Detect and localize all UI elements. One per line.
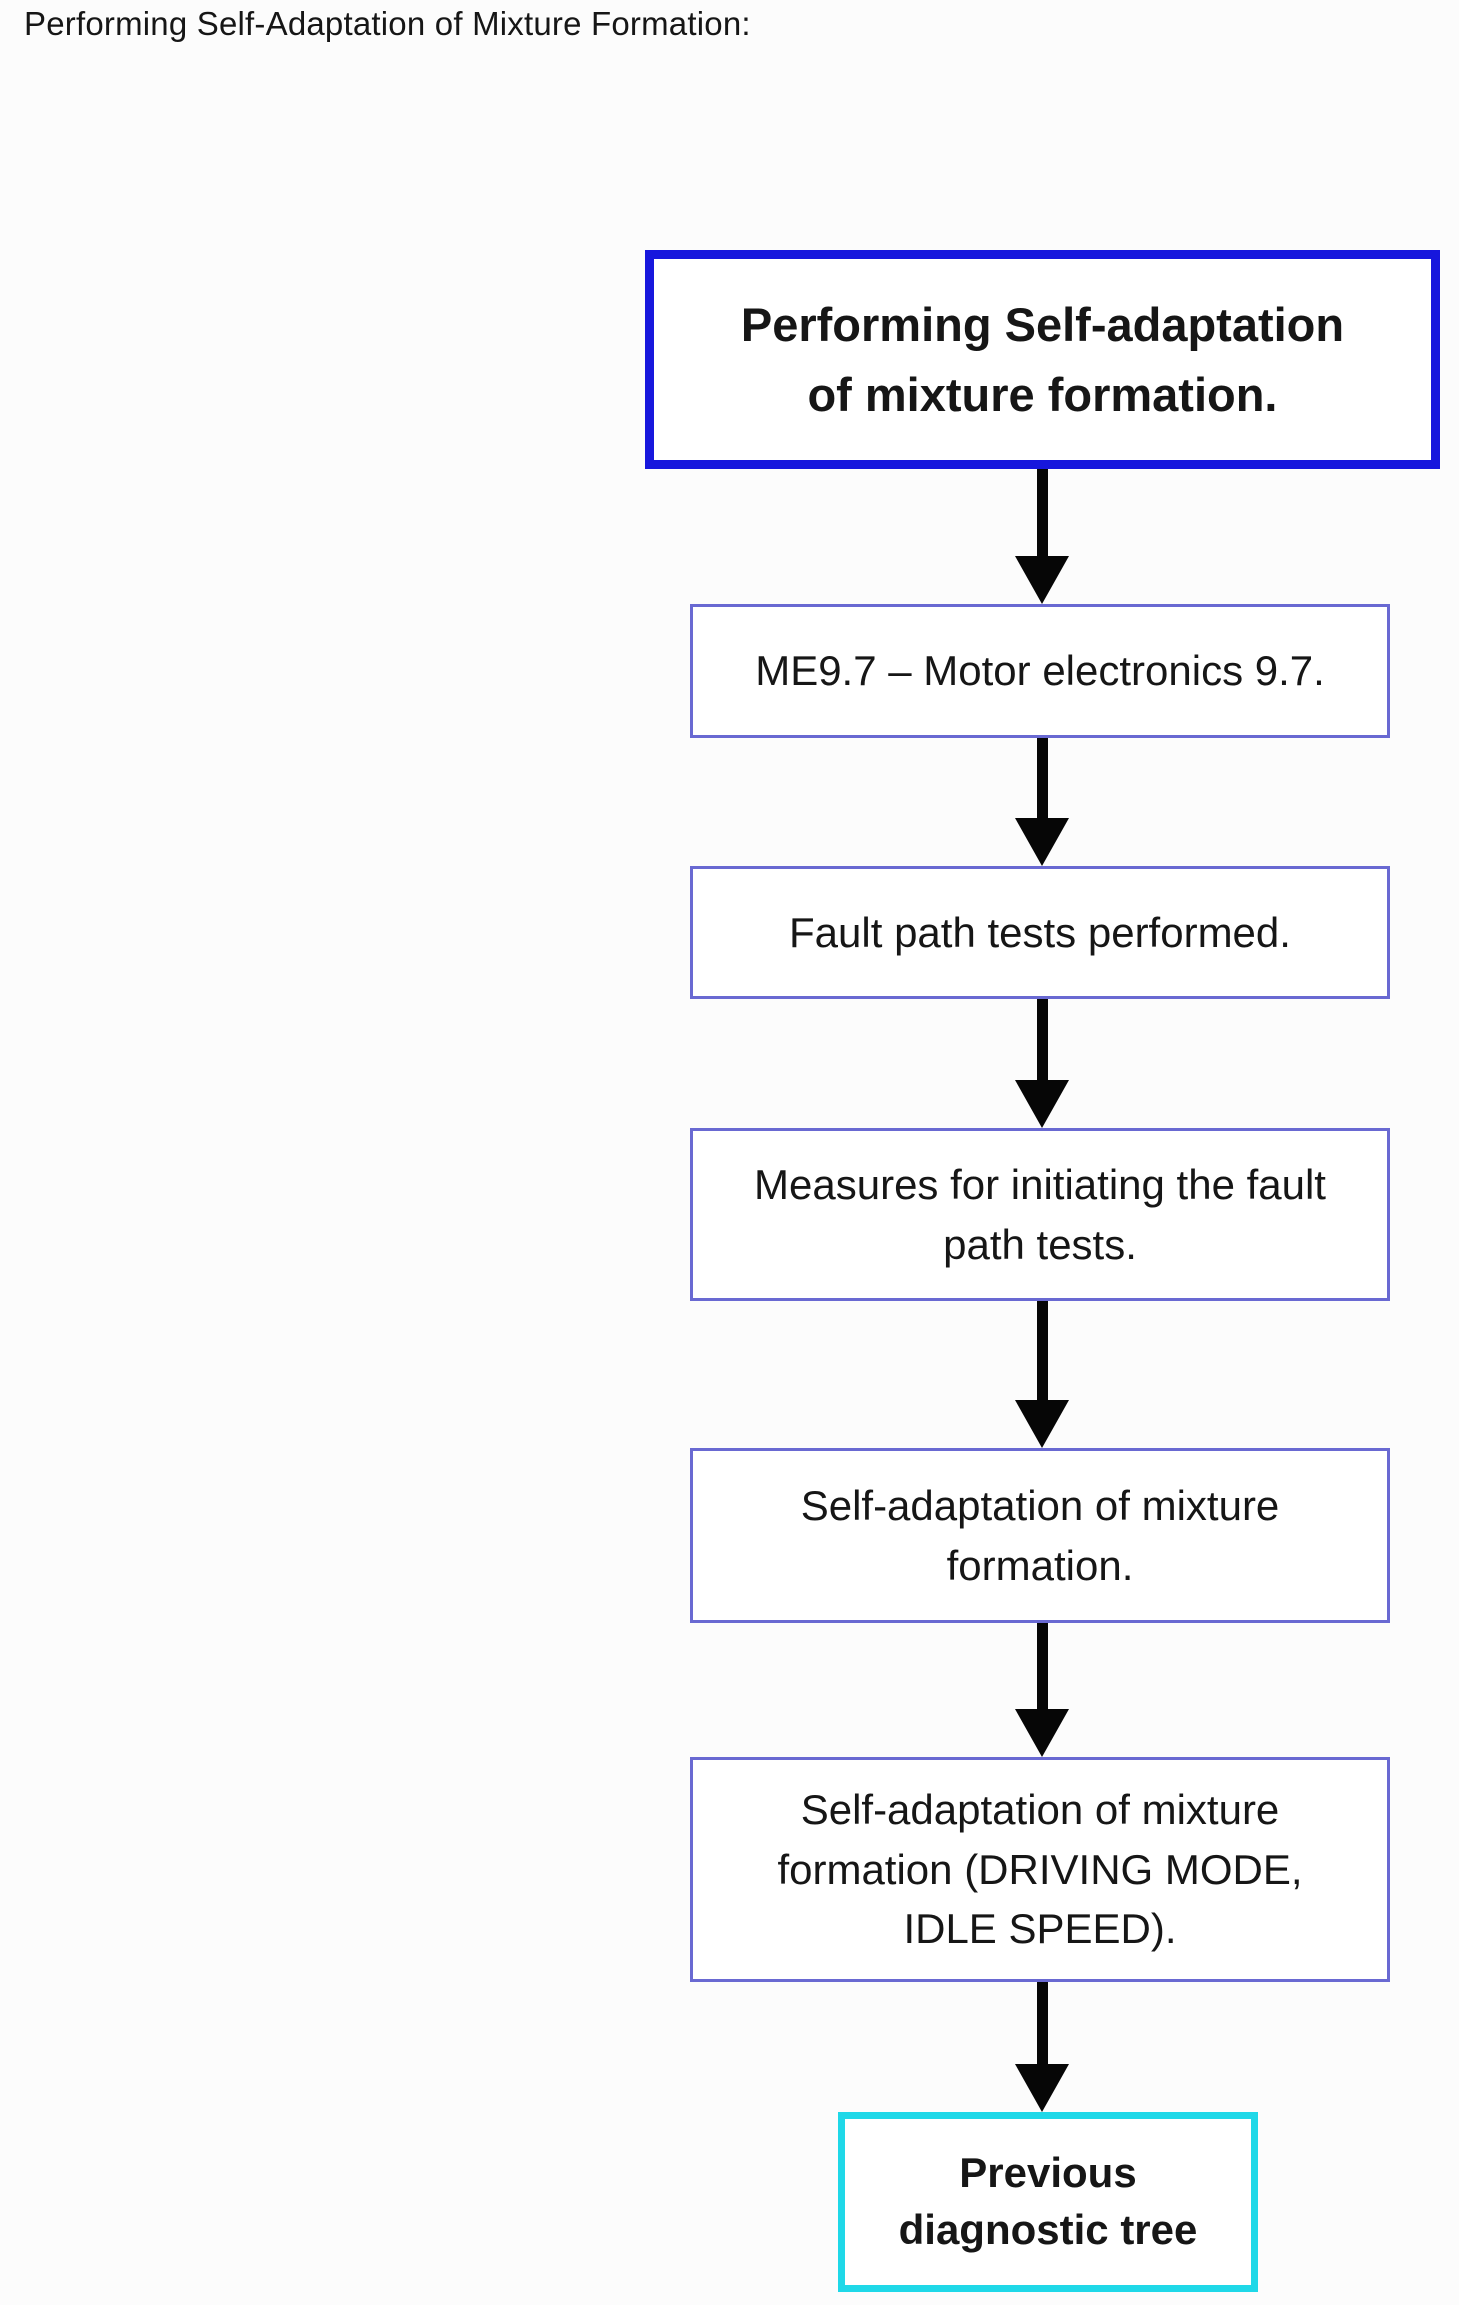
arrow-down-icon — [1014, 1982, 1070, 2112]
arrow-down-icon — [1014, 1301, 1070, 1448]
arrow-down-icon — [1014, 999, 1070, 1128]
flow-node-self-adaptation: Self-adaptation of mixture formation. — [690, 1448, 1390, 1623]
arrow-head — [1015, 1080, 1069, 1128]
arrow-down-icon — [1014, 738, 1070, 866]
flow-node-start-label: Performing Self-adaptation of mixture fo… — [740, 297, 1345, 421]
flow-node-measures-label: Measures for initiating the fault path t… — [754, 1160, 1326, 1268]
arrow-shaft — [1036, 999, 1048, 1080]
flow-node-previous-diagnostic-tree: Previous diagnostic tree — [838, 2112, 1258, 2292]
arrow-shaft — [1036, 1982, 1048, 2064]
arrow-down-icon — [1014, 1623, 1070, 1757]
arrow-shaft — [1036, 1301, 1048, 1400]
arrow-shaft — [1036, 469, 1048, 556]
arrow-head — [1015, 1709, 1069, 1757]
arrow-down-icon — [1014, 469, 1070, 604]
arrow-head — [1015, 2064, 1069, 2112]
arrow-shaft — [1036, 1623, 1048, 1709]
flow-node-measures: Measures for initiating the fault path t… — [690, 1128, 1390, 1301]
flow-node-start: Performing Self-adaptation of mixture fo… — [645, 250, 1440, 469]
arrow-head — [1015, 556, 1069, 604]
flow-node-me97: ME9.7 – Motor electronics 9.7. — [690, 604, 1390, 738]
flow-node-fault-path-tests: Fault path tests performed. — [690, 866, 1390, 999]
flow-node-self-adaptation-modes-label: Self-adaptation of mixture formation (DR… — [777, 1786, 1303, 1953]
arrow-head — [1015, 818, 1069, 866]
flow-node-me97-label: ME9.7 – Motor electronics 9.7. — [755, 647, 1325, 695]
flow-node-previous-diagnostic-tree-label: Previous diagnostic tree — [898, 2149, 1198, 2253]
arrow-head — [1015, 1400, 1069, 1448]
arrow-shaft — [1036, 738, 1048, 818]
flow-node-self-adaptation-modes: Self-adaptation of mixture formation (DR… — [690, 1757, 1390, 1982]
flow-node-fault-path-tests-label: Fault path tests performed. — [789, 908, 1291, 956]
page-title: Performing Self-Adaptation of Mixture Fo… — [24, 5, 751, 42]
flow-node-self-adaptation-label: Self-adaptation of mixture formation. — [800, 1481, 1280, 1589]
